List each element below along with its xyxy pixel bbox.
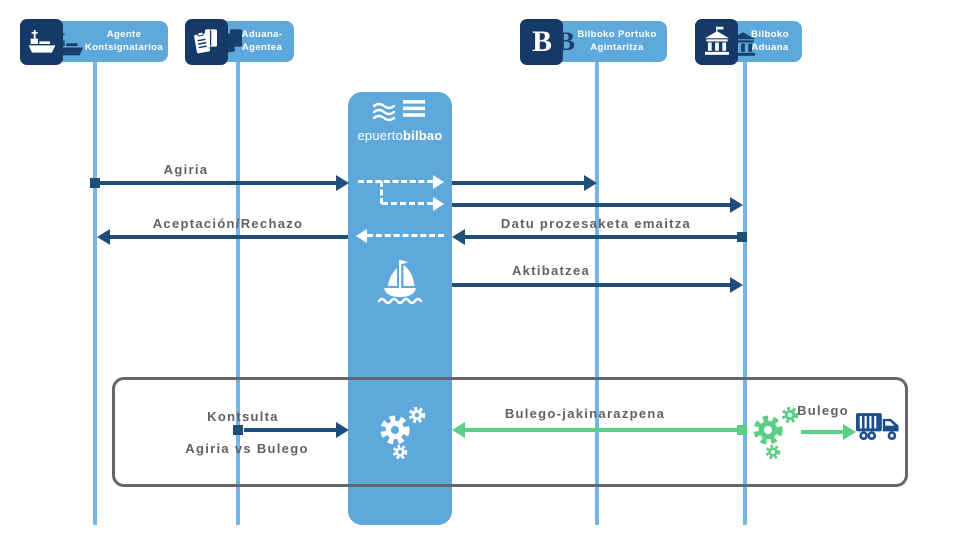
message-label: Agiria bbox=[163, 162, 209, 177]
truck-icon bbox=[855, 413, 899, 440]
hub-title-light: epuerto bbox=[357, 128, 403, 143]
message-label: Aceptación/Rechazo bbox=[152, 216, 304, 231]
documents-icon bbox=[193, 29, 217, 54]
gears-icon bbox=[379, 404, 433, 462]
svg-text:B: B bbox=[532, 25, 552, 58]
message-label: Kontsulta bbox=[207, 409, 279, 424]
lifeline-aduana-agentea bbox=[236, 58, 240, 525]
lifeline-agente-kontsignatarioa bbox=[93, 58, 97, 525]
hub-title-bold: bilbao bbox=[403, 128, 443, 143]
actor-badge: B bbox=[520, 19, 563, 65]
letter-b-logo-icon: B bbox=[532, 25, 552, 58]
epuertobilbao-logo: epuertobilbao bbox=[348, 98, 452, 143]
actor-label: Aduana bbox=[751, 41, 789, 53]
message-label: Aktibatzea bbox=[511, 263, 591, 278]
ship-icon bbox=[377, 260, 423, 304]
actor-badge bbox=[20, 19, 63, 65]
message-label: Datu prozesaketa emaitza bbox=[500, 216, 692, 231]
message-label: Bulego-jakinarazpena bbox=[504, 406, 666, 421]
lifeline-bilboko-aduana bbox=[743, 58, 747, 525]
actor-badge bbox=[185, 19, 228, 65]
cargo-ship-icon bbox=[28, 30, 55, 53]
message-label: Bulego bbox=[797, 403, 849, 418]
actor-label: Kontsignatarioa bbox=[84, 41, 164, 53]
actor-label: Agente bbox=[106, 29, 142, 41]
message-label: Agiria vs Bulego bbox=[185, 441, 309, 456]
actor-label: Bilboko Portuko bbox=[577, 29, 657, 41]
actor-badge bbox=[695, 19, 738, 65]
actor-label: Agentea bbox=[241, 41, 283, 53]
waves-and-bars-icon bbox=[372, 100, 425, 122]
hub-title: epuertobilbao bbox=[348, 128, 452, 143]
customs-building-icon bbox=[704, 26, 729, 55]
lifeline-bilboko-portuko-agintaritza bbox=[595, 58, 599, 525]
actor-label: Aduana- bbox=[241, 29, 283, 41]
actor-label: Bilboko bbox=[751, 29, 789, 41]
actor-label: Agintaritza bbox=[590, 41, 644, 53]
